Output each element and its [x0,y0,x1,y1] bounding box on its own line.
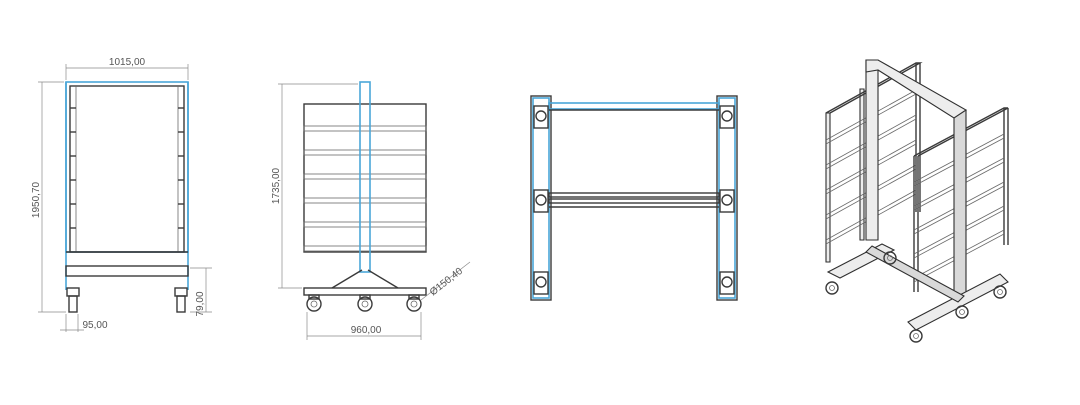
side-view-right-strut [367,269,399,289]
side-view-base-rail [303,287,427,296]
isometric-view [825,59,1009,343]
front-view: 1015,00 1950,70 95,00 79,00 [31,57,212,332]
top-view-casters [533,105,735,295]
side-view-center-wheel [357,294,373,312]
side-wheel-diameter-dim: Ø150,40 [428,266,465,299]
top-view [530,95,738,301]
front-view-blue-frame [65,81,189,253]
side-wheel-diameter-leader [420,261,471,301]
side-view-center-column [359,81,371,273]
side-base-width-dim: 960,00 [351,325,382,336]
front-view-panel [69,85,185,253]
side-height-dim: 1735,00 [271,167,282,204]
side-view-right-wheel [406,294,422,312]
side-view-left-wheel [306,294,322,312]
top-view-left-upright-highlight [532,97,550,299]
top-view-middle-bar-1 [548,192,720,198]
front-height-dim: 1950,70 [31,181,42,218]
iso-base [826,243,1009,331]
front-base-height-dim: 79,00 [195,291,206,316]
front-wheel-offset-dim: 95,00 [82,320,107,331]
top-view-top-rail [548,102,720,110]
front-view-tray-supports [70,107,184,229]
front-view-left-caster [66,287,80,313]
iso-top-beam [865,59,968,119]
iso-casters [825,251,1007,343]
top-view-left-upright [530,95,552,301]
top-view-middle-bar-2 [548,198,720,204]
side-view-tray-runners [303,125,427,252]
front-width-dim: 1015,00 [109,57,146,68]
side-view-left-strut [331,269,363,289]
top-view-right-upright [716,95,738,301]
side-view: 1735,00 Ø150,40 960,00 [271,81,471,340]
front-view-base-rail [65,265,189,277]
top-view-right-upright-highlight [718,97,736,299]
iso-center-uprights [865,59,967,297]
front-view-right-caster [174,287,188,313]
